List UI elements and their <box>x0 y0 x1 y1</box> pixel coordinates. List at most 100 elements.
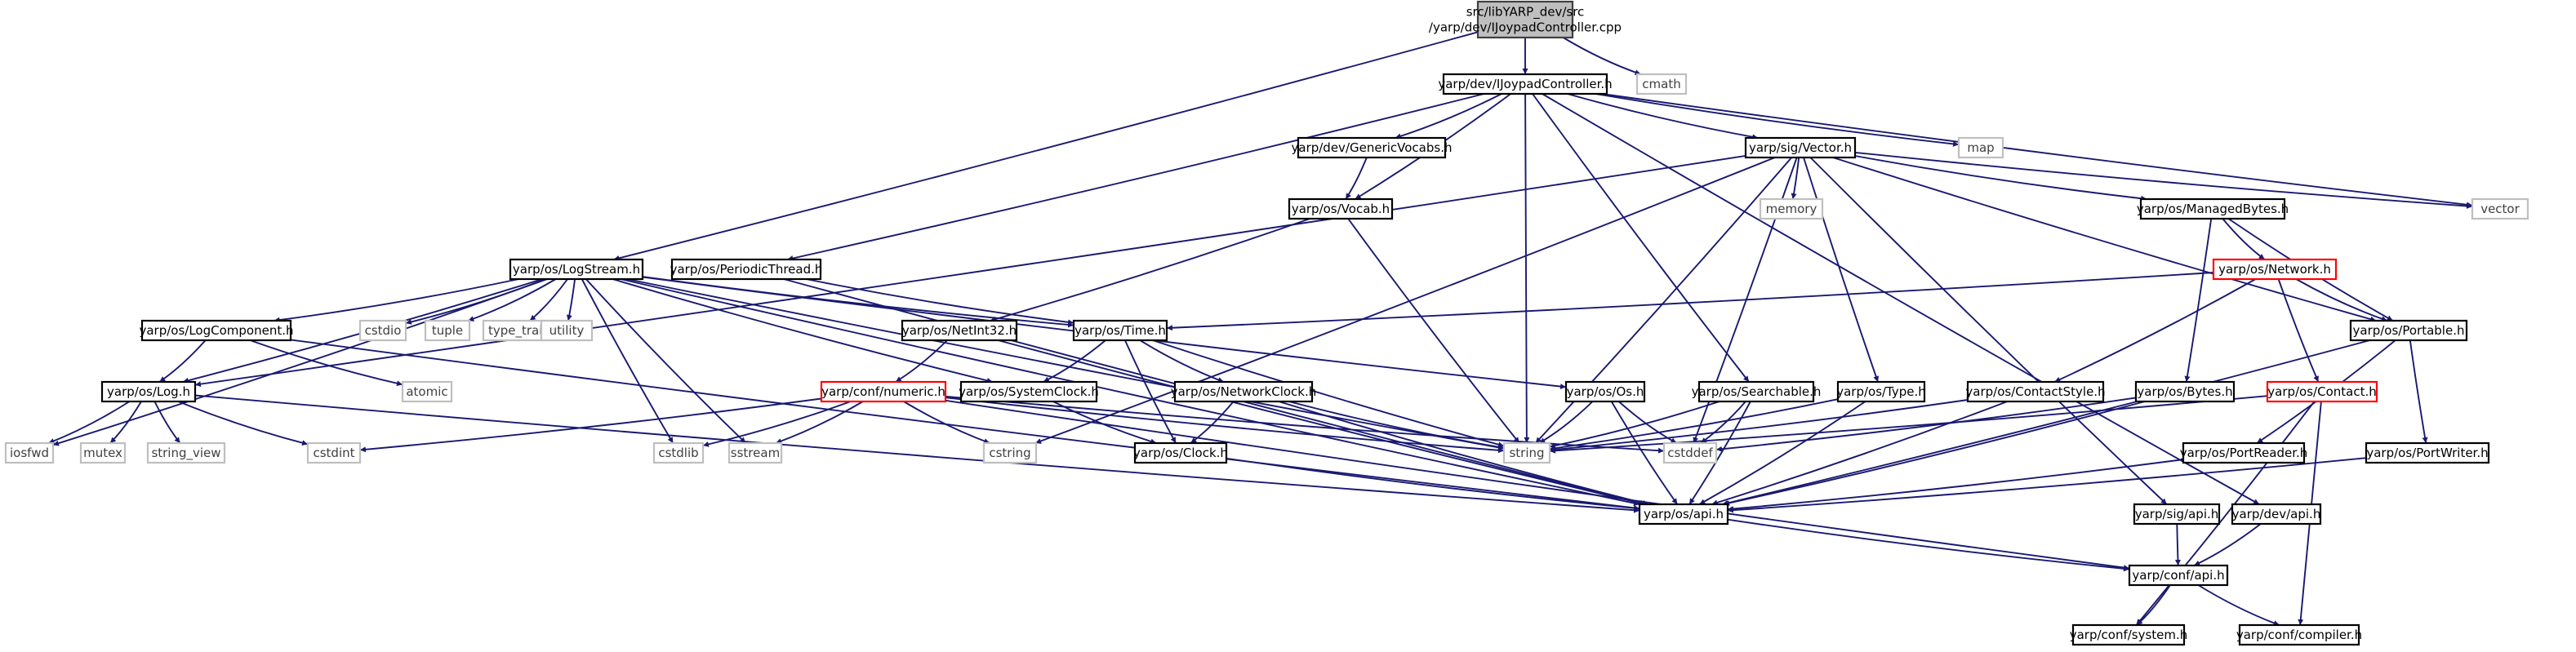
edge-dev_api-to-conf_api <box>2193 523 2262 566</box>
node-network[interactable]: yarp/os/Network.h <box>2212 258 2338 281</box>
edge-os-to-cstddef <box>1617 401 1677 444</box>
node-numeric[interactable]: yarp/conf/numeric.h <box>820 380 947 403</box>
edge-network-to-portable <box>2295 278 2388 322</box>
edge-log-to-os_api <box>194 394 1640 513</box>
node-system_clock[interactable]: yarp/os/SystemClock.h <box>959 380 1099 403</box>
node-box-logstream <box>509 258 644 281</box>
edge-logstream-to-time <box>642 276 1074 328</box>
node-map[interactable]: map <box>1957 136 2004 159</box>
node-cstdint[interactable]: cstdint <box>306 441 362 464</box>
node-log[interactable]: yarp/os/Log.h <box>100 380 197 403</box>
edge-managed_bytes-to-network <box>2222 218 2266 260</box>
node-bytes[interactable]: yarp/os/Bytes.h <box>2134 380 2236 403</box>
node-type[interactable]: yarp/os/Type.h <box>1836 380 1926 403</box>
node-label-log: yarp/os/Log.h <box>107 384 190 399</box>
node-sig_api[interactable]: yarp/sig/api.h <box>2133 503 2221 526</box>
node-sstream[interactable]: sstream <box>727 441 783 464</box>
node-box-network_clock <box>1173 380 1314 403</box>
node-box-root <box>1476 0 1574 39</box>
node-os[interactable]: yarp/os/Os.h <box>1564 380 1646 403</box>
edge-vocab-to-string <box>1347 218 1520 444</box>
edge-os-to-string <box>1538 401 1594 444</box>
edge-root-to-logstream <box>613 31 1479 261</box>
edge-vector_h-to-log <box>194 154 1746 388</box>
node-periodic_thread[interactable]: yarp/os/PeriodicThread.h <box>670 258 823 281</box>
edge-system_clock-to-clock <box>1052 401 1157 445</box>
node-box-ijoypad <box>1442 73 1608 95</box>
node-conf_compiler[interactable]: yarp/conf/compiler.h <box>2236 623 2362 646</box>
node-clock[interactable]: yarp/os/Clock.h <box>1133 441 1228 464</box>
edge-logstream-to-cstdio <box>405 278 546 325</box>
node-label-bytes: yarp/os/Bytes.h <box>2137 384 2232 399</box>
edge-ijoypad-to-generic_vocabs <box>1395 93 1502 140</box>
node-tuple[interactable]: tuple <box>424 319 471 342</box>
node-root[interactable]: src/libYARP_dev/src/yarp/dev/IJoypadCont… <box>1429 0 1622 39</box>
node-label-conf_api: yarp/conf/api.h <box>2132 568 2224 583</box>
edge-searchable-to-string <box>1549 401 1720 449</box>
edge-log-to-string_view <box>153 401 181 444</box>
edge-log_component-to-os_api <box>290 339 1640 511</box>
node-dev_api[interactable]: yarp/dev/api.h <box>2231 503 2322 526</box>
node-iosfwd[interactable]: iosfwd <box>4 441 55 464</box>
edge-contact-to-conf_system <box>2135 401 2316 626</box>
node-memory[interactable]: memory <box>1759 197 1824 220</box>
node-box-port_writer <box>2365 441 2490 464</box>
node-vocab[interactable]: yarp/os/Vocab.h <box>1288 197 1394 220</box>
node-mutex[interactable]: mutex <box>79 441 127 464</box>
node-logstream[interactable]: yarp/os/LogStream.h <box>509 258 644 281</box>
node-cstdio[interactable]: cstdio <box>358 319 407 342</box>
node-generic_vocabs[interactable]: yarp/dev/GenericVocabs.h <box>1292 136 1453 159</box>
node-label-port_writer: yarp/os/PortWriter.h <box>2366 446 2488 460</box>
edge-bytes-to-cstddef <box>1715 397 2137 452</box>
node-contact_style[interactable]: yarp/os/ContactStyle.h <box>1965 380 2106 403</box>
node-time[interactable]: yarp/os/Time.h <box>1072 319 1168 342</box>
node-port_reader[interactable]: yarp/os/PortReader.h <box>2180 441 2308 464</box>
edge-network_clock-to-string <box>1288 401 1505 450</box>
edge-logstream-to-cstdlib <box>581 278 674 444</box>
node-cstddef[interactable]: cstddef <box>1662 441 1718 464</box>
edge-time-to-system_clock <box>1043 339 1106 383</box>
node-box-atomic <box>401 380 453 403</box>
node-contact[interactable]: yarp/os/Contact.h <box>2266 380 2378 403</box>
node-utility[interactable]: utility <box>540 319 594 342</box>
node-ijoypad[interactable]: yarp/dev/IJoypadController.h <box>1438 73 1613 95</box>
node-label-cstdint: cstdint <box>313 446 354 460</box>
node-box-cstdint <box>306 441 362 464</box>
node-cmath[interactable]: cmath <box>1635 73 1688 95</box>
node-layer: src/libYARP_dev/src/yarp/dev/IJoypadCont… <box>4 0 2529 646</box>
node-box-time <box>1072 319 1168 342</box>
node-atomic[interactable]: atomic <box>401 380 453 403</box>
node-conf_api[interactable]: yarp/conf/api.h <box>2128 564 2229 587</box>
node-network_clock[interactable]: yarp/os/NetworkClock.h <box>1171 380 1317 403</box>
node-label-root: /yarp/dev/IJoypadController.cpp <box>1429 20 1622 35</box>
node-box-mutex <box>79 441 127 464</box>
node-box-cstring <box>982 441 1038 464</box>
edge-log-to-cstdint <box>177 401 309 446</box>
node-vector_sys[interactable]: vector <box>2471 197 2529 220</box>
node-box-string_view <box>146 441 226 464</box>
node-os_api[interactable]: yarp/os/api.h <box>1638 503 1729 526</box>
edge-logstream-to-log_component <box>274 278 519 323</box>
edge-network-to-contact <box>2277 278 2320 383</box>
node-port_writer[interactable]: yarp/os/PortWriter.h <box>2365 441 2490 464</box>
node-cstdlib[interactable]: cstdlib <box>652 441 705 464</box>
node-vector_h[interactable]: yarp/sig/Vector.h <box>1744 136 1857 159</box>
node-cstring[interactable]: cstring <box>982 441 1038 464</box>
node-searchable[interactable]: yarp/os/Searchable.h <box>1692 380 1822 403</box>
node-box-vocab <box>1288 197 1394 220</box>
node-box-cmath <box>1635 73 1688 95</box>
node-box-type <box>1836 380 1926 403</box>
node-portable[interactable]: yarp/os/Portable.h <box>2349 319 2468 342</box>
edge-numeric-to-conf_api <box>945 399 2130 571</box>
node-label-cstdio: cstdio <box>365 323 402 338</box>
node-box-utility <box>540 319 594 342</box>
node-string_view[interactable]: string_view <box>146 441 226 464</box>
node-box-generic_vocabs <box>1297 136 1447 159</box>
node-conf_system[interactable]: yarp/conf/system.h <box>2070 623 2188 646</box>
node-string[interactable]: string <box>1502 441 1551 464</box>
node-log_component[interactable]: yarp/os/LogComponent.h <box>139 319 294 342</box>
node-label-mutex: mutex <box>83 446 122 460</box>
node-managed_bytes[interactable]: yarp/os/ManagedBytes.h <box>2137 197 2289 220</box>
edge-network_clock-to-clock <box>1190 401 1235 444</box>
node-netint32[interactable]: yarp/os/NetInt32.h <box>901 319 1018 342</box>
